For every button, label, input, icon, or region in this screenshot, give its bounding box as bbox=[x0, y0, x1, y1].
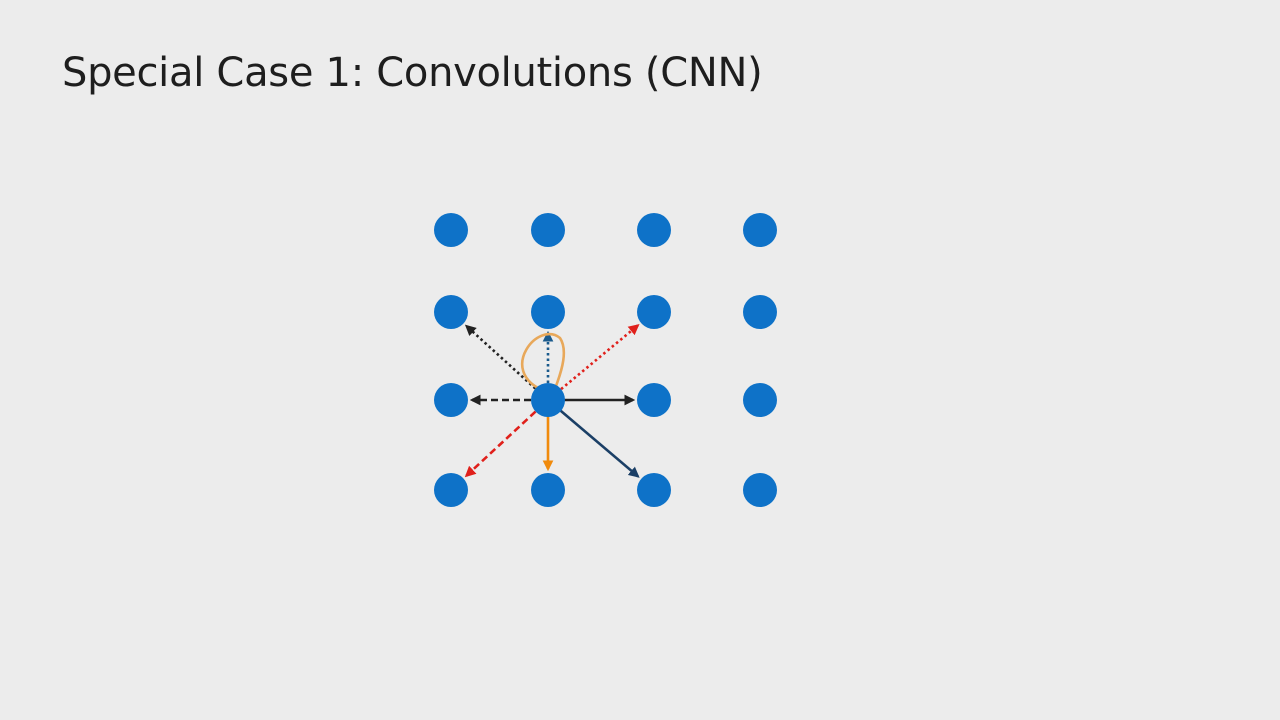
slide-title: Special Case 1: Convolutions (CNN) bbox=[62, 50, 763, 96]
edge-layer bbox=[464, 324, 640, 478]
graph-node-r3-c2 bbox=[637, 473, 671, 507]
graph-node-r2-c2 bbox=[637, 383, 671, 417]
graph-node-r1-c2 bbox=[637, 295, 671, 329]
graph-node-r3-c0 bbox=[434, 473, 468, 507]
graph-node-r2-c3 bbox=[743, 383, 777, 417]
edge-down-left bbox=[464, 403, 545, 478]
graph-node-r3-c1 bbox=[531, 473, 565, 507]
edge-up-right bbox=[551, 324, 640, 398]
node-layer bbox=[434, 213, 777, 507]
edge-self-loop bbox=[520, 332, 566, 392]
graph-node-r0-c3 bbox=[743, 213, 777, 247]
edge-down-right bbox=[551, 402, 640, 478]
center-node bbox=[531, 383, 565, 417]
graph-node-r3-c3 bbox=[743, 473, 777, 507]
graph-node-r0-c1 bbox=[531, 213, 565, 247]
graph-node-r0-c2 bbox=[637, 213, 671, 247]
graph-node-r1-c0 bbox=[434, 295, 468, 329]
graph-node-r1-c3 bbox=[743, 295, 777, 329]
graph-node-r0-c0 bbox=[434, 213, 468, 247]
graph-node-r1-c1 bbox=[531, 295, 565, 329]
graph-node-r2-c0 bbox=[434, 383, 468, 417]
